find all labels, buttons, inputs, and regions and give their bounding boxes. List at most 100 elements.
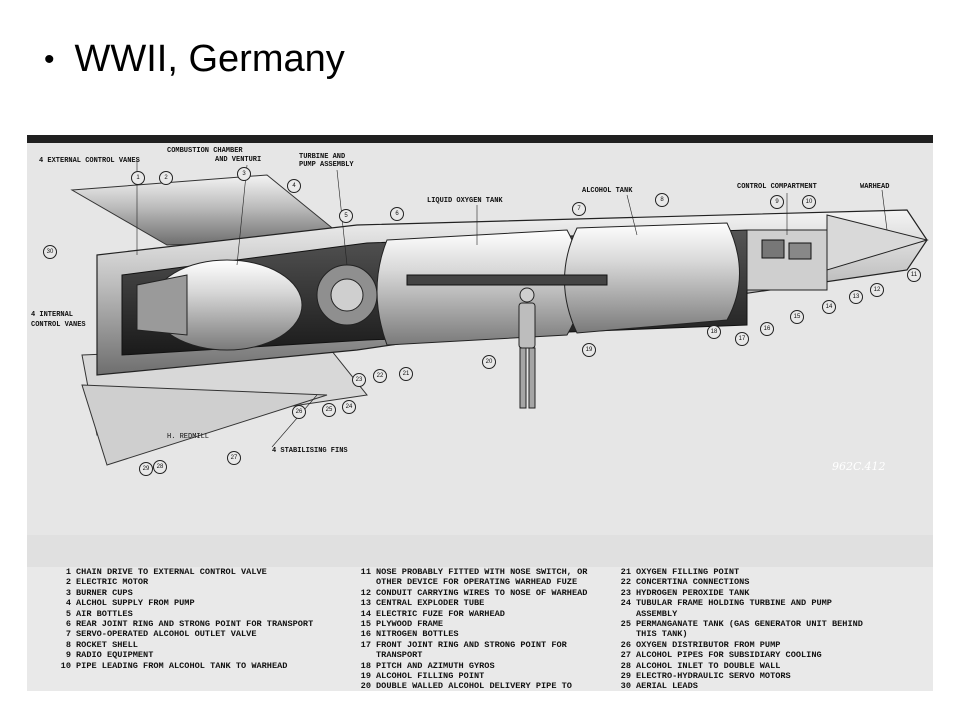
legend-item-text: THIS TANK) (636, 629, 688, 640)
bullet-point: • (44, 42, 55, 76)
legend-item-number: 12 (360, 587, 371, 598)
legend-item: 5 AIR BOTTLES (57, 609, 313, 619)
callout-19: 19 (582, 343, 596, 357)
legend-item: 25 PERMANGANATE TANK (GAS GENERATOR UNIT … (617, 619, 863, 629)
label-combustion-chamber: COMBUSTION CHAMBER (167, 147, 243, 155)
legend-item-number: 8 (65, 639, 71, 650)
callout-6: 6 (390, 207, 404, 221)
legend-item-number: 30 (620, 681, 631, 691)
legend-item-number: 5 (65, 608, 71, 619)
legend-item: 23 HYDROGEN PEROXIDE TANK (617, 588, 863, 598)
legend-item: ASSEMBLY (617, 609, 863, 619)
legend-item-text: AIR BOTTLES (76, 608, 133, 619)
legend-item-text: ALCOHOL FILLING POINT (376, 671, 485, 682)
callout-28: 28 (153, 460, 167, 474)
legend-item: 9 RADIO EQUIPMENT (57, 650, 313, 660)
legend-item-number: 25 (620, 619, 631, 630)
legend-item-number: 6 (65, 619, 71, 630)
legend-item-text: PIPE LEADING FROM ALCOHOL TANK TO WARHEA… (76, 660, 288, 671)
legend-item-number: 4 (65, 598, 71, 609)
legend-item-number: 19 (360, 671, 371, 682)
legend-item-text: ELECTRO-HYDRAULIC SERVO MOTORS (636, 671, 791, 682)
label-liquid-oxygen-tank: LIQUID OXYGEN TANK (427, 197, 503, 205)
callout-8: 8 (655, 193, 669, 207)
label-artist-signature: H. REDMILL (167, 433, 210, 441)
callout-17: 17 (735, 332, 749, 346)
legend-item-text: HYDROGEN PEROXIDE TANK (636, 587, 750, 598)
legend-item-text: CHAIN DRIVE TO EXTERNAL CONTROL VALVE (76, 567, 267, 577)
legend-item-number: 28 (620, 660, 631, 671)
legend-item: 4 ALCHOL SUPPLY FROM PUMP (57, 598, 313, 608)
legend-item-text: NOSE PROBABLY FITTED WITH NOSE SWITCH, O… (376, 567, 588, 577)
legend-item-text: DOUBLE WALLED ALCOHOL DELIVERY PIPE TO (376, 681, 572, 691)
legend-item-number: 23 (620, 587, 631, 598)
photo-top-edge (27, 135, 933, 143)
legend-item-text: CENTRAL EXPLODER TUBE (376, 598, 485, 609)
legend-item-number: 21 (620, 567, 631, 577)
legend-item-text: ALCOHOL INLET TO DOUBLE WALL (636, 660, 781, 671)
callout-30: 30 (43, 245, 57, 259)
legend-item: OTHER DEVICE FOR OPERATING WARHEAD FUZE (357, 577, 587, 587)
legend-item-text: TRANSPORT (376, 650, 423, 661)
legend-item-number: 20 (360, 681, 371, 691)
legend-item: 11 NOSE PROBABLY FITTED WITH NOSE SWITCH,… (357, 567, 588, 577)
legend-item-number: 14 (360, 608, 371, 619)
legend-item-number: 11 (360, 567, 371, 577)
legend-item-text: AERIAL LEADS (636, 681, 698, 691)
alcohol-tank (564, 222, 740, 334)
warhead (826, 214, 929, 271)
legend-item-text: ALCHOL SUPPLY FROM PUMP (76, 598, 195, 609)
legend-item-text: CONDUIT CARRYING WIRES TO NOSE OF WARHEA… (376, 587, 588, 598)
legend-item: 30 AERIAL LEADS (617, 681, 863, 691)
callout-21: 21 (399, 367, 413, 381)
callout-23: 23 (352, 373, 366, 387)
callout-7: 7 (572, 202, 586, 216)
legend-item: 10 PIPE LEADING FROM ALCOHOL TANK TO WARH… (57, 661, 313, 671)
legend-item-text: ROCKET SHELL (76, 639, 138, 650)
legend-item-number: 9 (65, 650, 71, 661)
callout-11: 11 (907, 268, 921, 282)
label-external-vanes: 4 EXTERNAL CONTROL VANES (39, 157, 140, 165)
legend-item-text: CONCERTINA CONNECTIONS (636, 577, 750, 588)
legend-item: 20 DOUBLE WALLED ALCOHOL DELIVERY PIPE TO (357, 681, 587, 691)
callout-13: 13 (849, 290, 863, 304)
standing-soldier-figure (518, 287, 536, 409)
callout-26: 26 (292, 405, 306, 419)
callout-15: 15 (790, 310, 804, 324)
legend-item-number: 24 (620, 598, 631, 609)
legend-item-number: 15 (360, 619, 371, 630)
legend-item-text: RADIO EQUIPMENT (76, 650, 154, 661)
label-internal-vanes-1: 4 INTERNAL (31, 311, 74, 319)
rocket-illustration (27, 135, 933, 567)
callout-20: 20 (482, 355, 496, 369)
legend-item-text: NITROGEN BOTTLES (376, 629, 459, 640)
legend-item-number: 2 (65, 577, 71, 588)
legend-item-text: PERMANGANATE TANK (GAS GENERATOR UNIT BE… (636, 619, 863, 630)
legend-item-text: PITCH AND AZIMUTH GYROS (376, 660, 495, 671)
legend-item-number: 17 (360, 639, 371, 650)
legend-item-text: OTHER DEVICE FOR OPERATING WARHEAD FUZE (376, 577, 578, 588)
legend-item-text: ASSEMBLY (636, 608, 678, 619)
archive-stamp: 962C.412 (832, 460, 886, 473)
legend-item-number: 10 (60, 660, 71, 671)
label-pump-assembly: PUMP ASSEMBLY (299, 161, 354, 169)
callout-27: 27 (227, 451, 241, 465)
v2-rocket-cutaway-image: 4 EXTERNAL CONTROL VANES COMBUSTION CHAM… (27, 135, 933, 691)
legend-item-text: ELECTRIC FUZE FOR WARHEAD (376, 608, 505, 619)
legend-item-number: 27 (620, 650, 631, 661)
legend-item: 12 CONDUIT CARRYING WIRES TO NOSE OF WARH… (357, 587, 588, 598)
legend-item: 14 ELECTRIC FUZE FOR WARHEAD (357, 609, 587, 619)
control-compartment (746, 229, 828, 291)
callout-18: 18 (707, 325, 721, 339)
legend-item: TRANSPORT (357, 650, 587, 660)
legend-item: 19 ALCOHOL FILLING POINT (357, 671, 587, 681)
